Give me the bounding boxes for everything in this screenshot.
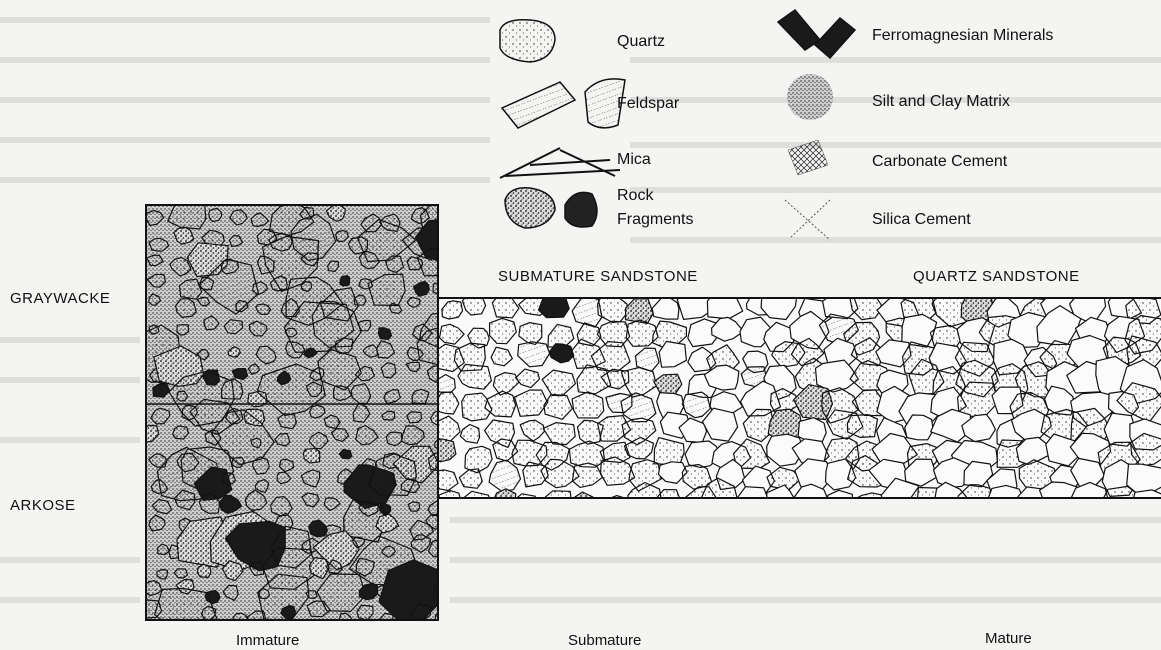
mineral-grain bbox=[437, 562, 458, 578]
mineral-grain bbox=[209, 208, 222, 221]
mineral-grain bbox=[223, 473, 236, 485]
sand-grain bbox=[539, 289, 570, 317]
legend-silt-clay-label: Silt and Clay Matrix bbox=[872, 92, 1010, 111]
submature-label: Submature bbox=[568, 632, 641, 649]
legend-quartz-label: Quartz bbox=[617, 32, 665, 51]
sand-grain bbox=[707, 289, 742, 319]
mineral-grain bbox=[253, 457, 270, 474]
mineral-grain bbox=[340, 276, 350, 286]
mineral-grain bbox=[278, 414, 297, 429]
mineral-grain bbox=[168, 197, 206, 229]
legend-feldspar-icon bbox=[502, 79, 625, 128]
sand-grain bbox=[847, 415, 877, 438]
legend-silica-label: Silica Cement bbox=[872, 210, 971, 229]
mineral-grain bbox=[379, 328, 392, 340]
legend-rock-fragments-label-2: Fragments bbox=[617, 210, 693, 229]
sand-grain bbox=[1127, 464, 1161, 492]
immature-texture-panel bbox=[124, 197, 471, 632]
quartz-sandstone-label: QUARTZ SANDSTONE bbox=[913, 268, 1080, 285]
mineral-grain bbox=[142, 581, 162, 596]
mineral-grain bbox=[386, 432, 402, 445]
mature-label: Mature bbox=[985, 630, 1032, 647]
legend-rock-fragments-icon bbox=[505, 188, 597, 228]
sand-grain bbox=[1103, 486, 1135, 517]
legend-silica-icon bbox=[785, 200, 830, 240]
mineral-grain bbox=[177, 325, 189, 336]
mineral-grain bbox=[408, 502, 419, 511]
legend-rock-fragments-label-1: Rock bbox=[617, 186, 653, 205]
legend-ferromagnesian-icon bbox=[778, 10, 855, 58]
sand-grain bbox=[855, 493, 885, 517]
mineral-grain bbox=[433, 283, 446, 295]
legend-feldspar-label: Feldspar bbox=[617, 94, 679, 113]
sand-grain bbox=[439, 491, 461, 511]
mineral-grain bbox=[407, 412, 422, 423]
mature-texture-panel bbox=[430, 286, 1161, 522]
submature-sandstone-label: SUBMATURE SANDSTONE bbox=[498, 268, 698, 285]
arkose-label: ARKOSE bbox=[10, 497, 76, 514]
mineral-grain bbox=[339, 450, 352, 459]
sand-grain bbox=[987, 485, 1025, 515]
sand-grain bbox=[1070, 482, 1110, 519]
graywacke-label: GRAYWACKE bbox=[10, 290, 110, 307]
mineral-grain bbox=[197, 564, 211, 577]
legend-quartz-icon bbox=[500, 20, 555, 62]
legend-mica-label: Mica bbox=[617, 150, 651, 169]
mineral-grain bbox=[306, 591, 317, 599]
mineral-grain bbox=[174, 228, 194, 245]
legend-ferromagnesian-label: Ferromagnesian Minerals bbox=[872, 26, 1053, 45]
legend-silt-clay-icon bbox=[787, 74, 833, 120]
legend-carbonate-label: Carbonate Cement bbox=[872, 152, 1007, 171]
immature-label: Immature bbox=[236, 632, 299, 649]
sand-grain bbox=[826, 490, 853, 516]
mineral-grain bbox=[412, 389, 429, 403]
legend-mica-icon bbox=[500, 148, 620, 178]
mineral-grain bbox=[435, 582, 447, 592]
